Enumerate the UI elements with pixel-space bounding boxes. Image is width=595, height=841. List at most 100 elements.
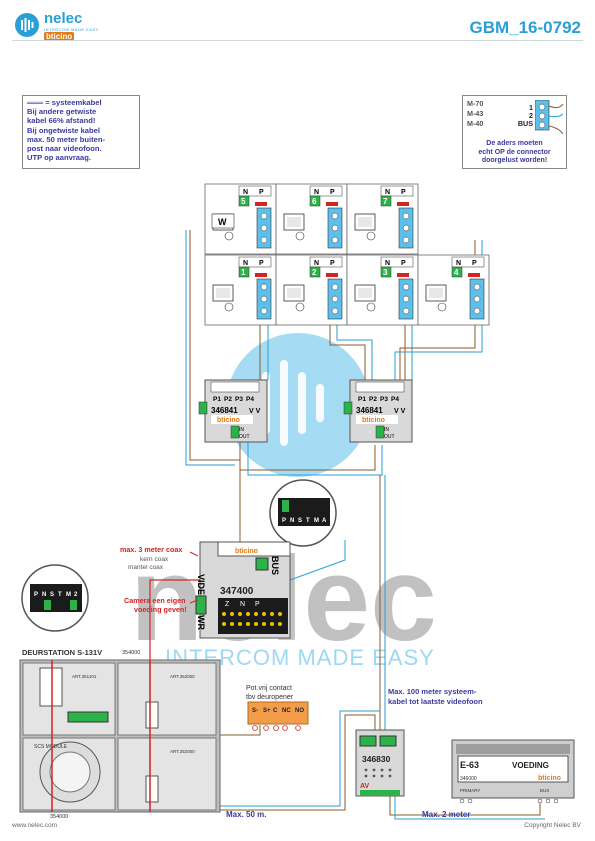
door-art1: ART.351101 — [72, 674, 97, 679]
distributor-vv: V V — [249, 408, 261, 415]
module-pwr-label: PWR — [196, 609, 206, 630]
contact-term: NO — [295, 708, 304, 714]
door-station-title: DEURSTATION S-131V — [22, 648, 102, 657]
distributor-vv: V V — [394, 408, 406, 415]
callout-left-label: S — [50, 592, 54, 598]
unit-346830-av: AV — [360, 783, 370, 790]
np-label-n: N — [385, 189, 390, 196]
note-line: Bij andere getwiste — [27, 107, 97, 117]
np-label-p: P — [259, 260, 264, 267]
psu-primary: PRIMARY — [460, 788, 480, 793]
legend-term: 2 — [529, 111, 533, 120]
np-label-p: P — [401, 260, 406, 267]
distributor-in: IN — [239, 427, 244, 433]
module-video-label: VIDEO — [196, 574, 206, 602]
unit-number: 3 — [383, 268, 388, 277]
document-title: GBM_16-0792 — [469, 18, 581, 37]
legend-caption: De aders moeten — [486, 140, 543, 147]
bticino-badge: bticino — [44, 32, 75, 41]
footer-copyright: Copyright Nelec BV — [524, 822, 581, 829]
door-station: DEURSTATION S-131V 354000 ART.351101 ART… — [19, 648, 221, 820]
np-label-n: N — [314, 260, 319, 267]
distributor-port: P3 — [235, 396, 243, 403]
contact-title-1: Pot.vrij contact — [246, 685, 292, 692]
module-z: Z — [225, 601, 230, 608]
footer-website: www.nelec.com — [12, 822, 58, 829]
callout-top-label: S — [298, 518, 302, 524]
callout-top-label: M — [314, 518, 319, 524]
np-label-p: P — [472, 260, 477, 267]
callout-left-label: N — [42, 592, 46, 598]
legend-model: M-70 — [467, 99, 484, 108]
contact-term: S- — [252, 708, 258, 714]
distributor-port: P4 — [246, 396, 254, 403]
note-line: ═══ = systeemkabel — [27, 98, 102, 107]
np-label-n: N — [243, 189, 248, 196]
distributor-port: P1 — [358, 396, 366, 403]
door-scs-module: SCS MODULE — [34, 744, 68, 750]
distributor-code: 346841 — [211, 406, 238, 415]
potential-free-contact: Pot.vrij contact tbv deuropener S- S+C NC N… — [246, 685, 309, 731]
np-label-p: P — [259, 189, 264, 196]
coax-core-note: kern coax — [140, 556, 169, 563]
note-line: post naar videofoon. — [27, 144, 102, 154]
note-line: max. 50 meter buiten- — [27, 134, 106, 144]
contact-term: S+ — [263, 708, 271, 714]
callout-top-label: T — [306, 518, 310, 524]
distributor-port: P3 — [380, 396, 388, 403]
unit-346830-code: 346830 — [362, 754, 391, 764]
brand-name: nelec — [44, 10, 83, 27]
unit-number: 2 — [312, 268, 317, 277]
brand-logo: nelec INTERCOM MADE EASY bticino — [14, 10, 98, 43]
psu-bus: BUS — [540, 788, 549, 793]
module-n: N — [240, 601, 245, 608]
header-divider — [12, 40, 583, 41]
power-supply: E-63 VOEDING bticino 346000 PRIMARY BUS — [451, 739, 575, 804]
legend-model: M-43 — [467, 109, 484, 118]
note-line: UTP op aanvraag. — [27, 153, 92, 163]
door-art3: ART.352000 — [170, 749, 195, 754]
distributor-port: P2 — [224, 396, 232, 403]
brand-tagline-small: INTERCOM MADE EASY — [44, 27, 99, 32]
max-cable-note-1: Max. 100 meter systeem- — [388, 687, 477, 696]
door-station-code-top: 354000 — [122, 650, 140, 656]
connector-legend: M-70 M-43 M-40 1 2 BUS De aders moeten e… — [462, 95, 567, 169]
door-station-code-bottom: 354000 — [50, 814, 68, 820]
distributor-bticino: bticino — [217, 417, 240, 424]
distributor-bticino: bticino — [362, 417, 385, 424]
np-label-p: P — [330, 260, 335, 267]
system-cable-note: ═══ = systeemkabel Bij andere getwiste k… — [22, 95, 140, 169]
legend-caption: echt OP de connector — [478, 148, 551, 156]
unit-w-label: W — [218, 217, 227, 227]
unit-number: 4 — [454, 268, 459, 277]
unit-number: 7 — [383, 197, 388, 206]
callout-left-label: P — [34, 592, 38, 598]
psu-label: VOEDING — [512, 761, 549, 770]
psu-model: E-63 — [460, 760, 479, 770]
camera-power-note-2: voeding geven! — [134, 605, 187, 614]
unit-346830: 346830 AV — [355, 729, 405, 797]
note-line: kabel 66% afstand! — [27, 116, 96, 126]
distributor-out: OUT — [384, 434, 395, 440]
module-bus-label: BUS — [270, 556, 280, 575]
coax-shield-note: mantel coax — [128, 564, 164, 571]
contact-term: C — [273, 708, 278, 714]
legend-term: 1 — [529, 103, 533, 112]
bticino-logo: bticino — [235, 548, 258, 555]
np-label-n: N — [314, 189, 319, 196]
contact-title-2: tbv deuropener — [246, 694, 294, 701]
callout-top-label: N — [290, 518, 294, 524]
coax-max-note: max. 3 meter coax — [120, 545, 182, 554]
distributor-out: OUT — [239, 434, 250, 440]
contact-term: NC — [282, 708, 291, 714]
apartment-unit: N P 2 — [275, 254, 348, 326]
